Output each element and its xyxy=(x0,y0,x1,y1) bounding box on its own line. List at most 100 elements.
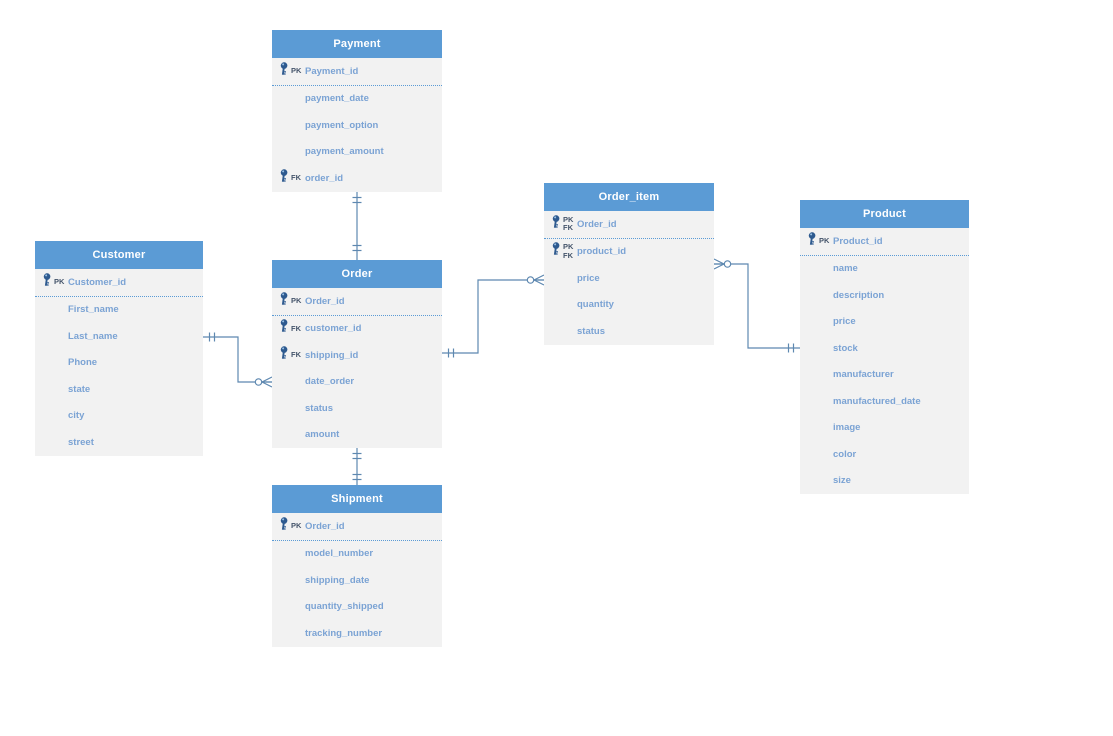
field-name: tracking_number xyxy=(305,627,383,639)
field-name: description xyxy=(833,289,885,301)
field-name: payment_option xyxy=(305,119,379,131)
field-name: Order_id xyxy=(305,295,345,307)
field-name: payment_date xyxy=(305,93,369,105)
key-cell: FK xyxy=(279,165,301,192)
field-row[interactable]: stock xyxy=(800,335,969,362)
field-row[interactable]: First_name xyxy=(35,297,203,324)
field-name: First_name xyxy=(68,304,119,316)
field-row[interactable]: PK Order_id xyxy=(272,288,442,316)
key-icon xyxy=(279,517,290,536)
key-icon xyxy=(551,215,562,234)
entity-title: Shipment xyxy=(272,485,442,513)
field-row[interactable]: price xyxy=(544,265,714,292)
field-row[interactable]: description xyxy=(800,282,969,309)
field-name: status xyxy=(305,402,333,414)
field-row[interactable]: status xyxy=(544,318,714,345)
key-icon xyxy=(42,273,53,292)
connector-order-orderitem[interactable] xyxy=(442,274,545,358)
field-row[interactable]: price xyxy=(800,309,969,336)
key-cell: PK xyxy=(279,288,301,315)
field-name: Last_name xyxy=(68,330,118,342)
field-name: city xyxy=(68,410,85,422)
field-row[interactable]: Last_name xyxy=(35,323,203,350)
field-row[interactable]: FK shipping_id xyxy=(272,342,442,369)
field-row[interactable]: color xyxy=(800,441,969,468)
field-row[interactable]: manufacturer xyxy=(800,362,969,389)
field-name: image xyxy=(833,422,861,434)
field-row[interactable]: tracking_number xyxy=(272,620,442,647)
field-row[interactable]: payment_amount xyxy=(272,139,442,166)
key-icon xyxy=(279,169,290,188)
key-label: PK xyxy=(291,66,302,76)
field-name: street xyxy=(68,436,94,448)
field-name: price xyxy=(577,272,600,284)
field-name: price xyxy=(833,316,856,328)
entity-title: Payment xyxy=(272,30,442,58)
entity-title: Order xyxy=(272,260,442,288)
field-row[interactable]: quantity xyxy=(544,292,714,319)
field-row[interactable]: state xyxy=(35,376,203,403)
field-row[interactable]: street xyxy=(35,429,203,456)
field-row[interactable]: payment_option xyxy=(272,112,442,139)
field-row[interactable]: name xyxy=(800,256,969,283)
field-name: Payment_id xyxy=(305,65,359,77)
field-name: manufacturer xyxy=(833,369,894,381)
connector-orderitem-product[interactable] xyxy=(713,258,800,353)
field-row[interactable]: FK order_id xyxy=(272,165,442,192)
connector-order-shipment[interactable] xyxy=(352,448,362,485)
field-name: stock xyxy=(833,342,858,354)
field-row[interactable]: shipping_date xyxy=(272,567,442,594)
key-label: FK xyxy=(291,323,301,333)
field-row[interactable]: payment_date xyxy=(272,86,442,113)
field-name: quantity xyxy=(577,299,614,311)
key-icon xyxy=(551,242,562,261)
key-label: PK xyxy=(819,236,830,246)
field-name: status xyxy=(577,325,605,337)
field-name: shipping_id xyxy=(305,349,359,361)
connector-payment-order[interactable] xyxy=(352,190,362,260)
field-name: name xyxy=(833,263,858,275)
entity-title: Customer xyxy=(35,241,203,269)
field-row[interactable]: image xyxy=(800,415,969,442)
field-row[interactable]: Phone xyxy=(35,350,203,377)
field-name: size xyxy=(833,475,851,487)
field-row[interactable]: status xyxy=(272,395,442,422)
key-label: FK xyxy=(291,350,301,360)
key-label: PK xyxy=(54,277,65,287)
field-name: order_id xyxy=(305,172,344,184)
connector-customer-order[interactable] xyxy=(203,332,273,388)
field-row[interactable]: size xyxy=(800,468,969,495)
field-name: customer_id xyxy=(305,323,362,335)
field-row[interactable]: amount xyxy=(272,422,442,449)
field-row[interactable]: quantity_shipped xyxy=(272,594,442,621)
key-label: PK xyxy=(291,521,302,531)
field-name: Order_id xyxy=(305,520,345,532)
field-name: model_number xyxy=(305,548,374,560)
field-row[interactable]: manufactured_date xyxy=(800,388,969,415)
field-row[interactable]: date_order xyxy=(272,369,442,396)
field-name: Customer_id xyxy=(68,276,127,288)
field-row[interactable]: city xyxy=(35,403,203,430)
field-row[interactable]: model_number xyxy=(272,541,442,568)
field-row[interactable]: FK customer_id xyxy=(272,316,442,343)
field-name: payment_amount xyxy=(305,146,384,158)
